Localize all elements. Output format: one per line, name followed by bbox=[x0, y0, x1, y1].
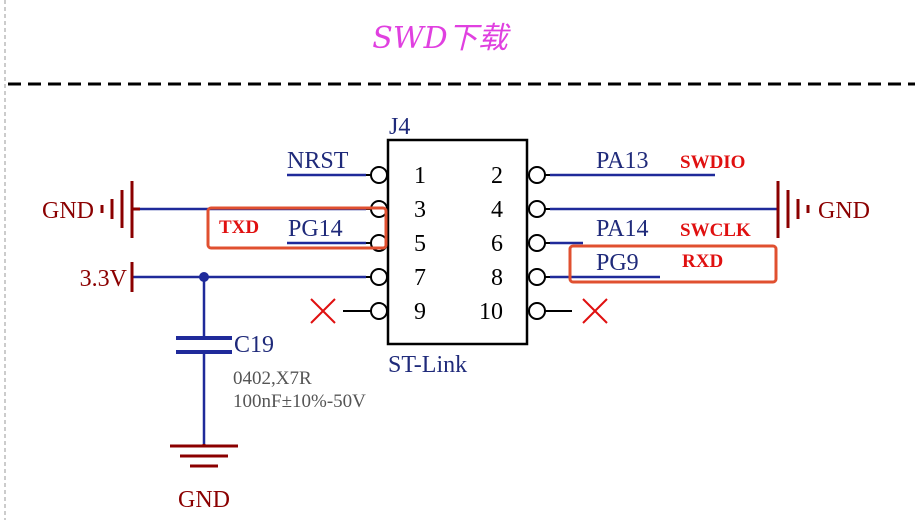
connector-name: ST-Link bbox=[388, 352, 467, 378]
gnd-label-right: GND bbox=[818, 198, 870, 224]
section-title: SWD下载 bbox=[372, 21, 511, 56]
junction-dot bbox=[199, 272, 209, 282]
highlight-box-txd bbox=[206, 206, 388, 250]
annotation-txd: TXD bbox=[219, 217, 259, 238]
net-label-pg9: PG9 bbox=[596, 250, 639, 276]
pin-number-8: 8 bbox=[491, 265, 503, 291]
pin-number-1: 1 bbox=[414, 163, 426, 189]
pin-number-4: 4 bbox=[491, 197, 503, 223]
net-label-nrst: NRST bbox=[287, 148, 349, 174]
gnd-symbol-left bbox=[100, 181, 140, 238]
capacitor-value: 100nF±10%-50V bbox=[233, 391, 366, 412]
right-pins bbox=[527, 166, 572, 320]
capacitor-package: 0402,X7R bbox=[233, 368, 312, 389]
no-connect-pin9 bbox=[310, 298, 336, 324]
no-connect-pin10 bbox=[582, 298, 608, 324]
gnd-symbol-right bbox=[776, 181, 810, 238]
highlight-box-rxd bbox=[568, 244, 778, 284]
net-label-pg14: PG14 bbox=[288, 216, 343, 242]
annotation-rxd: RXD bbox=[682, 251, 723, 272]
connector-body bbox=[386, 138, 529, 346]
pin-number-7: 7 bbox=[414, 265, 426, 291]
gnd-label-left: GND bbox=[42, 198, 94, 224]
pin-number-10: 10 bbox=[479, 299, 503, 325]
net-label-pa13: PA13 bbox=[596, 148, 648, 174]
pin-number-6: 6 bbox=[491, 231, 503, 257]
connector-ref: J4 bbox=[389, 114, 410, 140]
gnd-symbol-bottom bbox=[170, 444, 238, 468]
wires bbox=[132, 173, 778, 444]
annotation-swclk: SWCLK bbox=[680, 220, 751, 241]
gnd-label-bottom: GND bbox=[178, 487, 230, 513]
pin-number-2: 2 bbox=[491, 163, 503, 189]
pin-number-9: 9 bbox=[414, 299, 426, 325]
capacitor-ref: C19 bbox=[234, 332, 274, 358]
net-label-pa14: PA14 bbox=[596, 216, 648, 242]
pin-number-3: 3 bbox=[414, 197, 426, 223]
annotation-swdio: SWDIO bbox=[680, 152, 745, 173]
pin-number-5: 5 bbox=[414, 231, 426, 257]
v33-label: 3.3V bbox=[80, 266, 128, 292]
